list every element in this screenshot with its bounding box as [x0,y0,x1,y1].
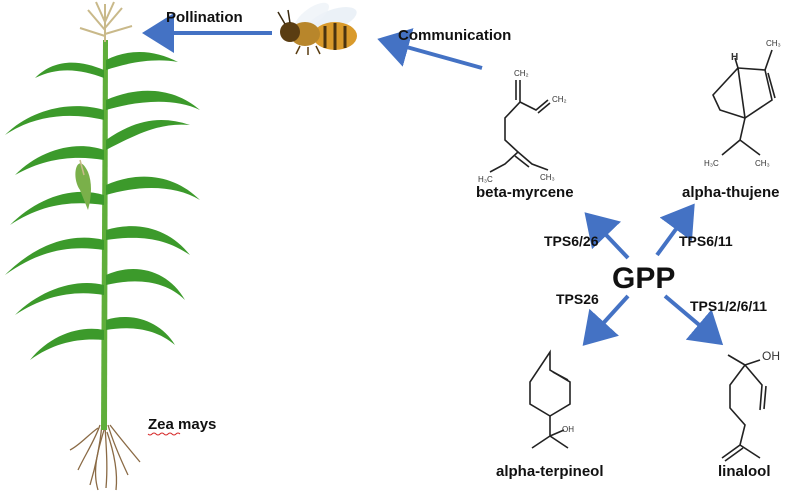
label-communication: Communication [398,27,511,44]
plant-ear [75,163,91,210]
enzyme-to-alpha-thujene: TPS6/11 [679,233,733,249]
label-alpha-thujene: alpha-thujene [682,184,780,201]
bee-illustration [277,2,357,55]
molecule-alpha-terpineol [529,349,571,449]
molecule-beta-myrcene [489,80,551,173]
enzyme-to-beta-myrcene: TPS6/26 [544,233,599,249]
label-alpha-terpineol: alpha-terpineol [496,463,604,480]
plant-leaves [5,51,200,360]
atom-ch3-myrcene: CH₃ [540,173,555,182]
molecule-alpha-thujene [712,49,776,156]
arrow-to-alpha-thujene [655,203,695,257]
arrow-to-beta-myrcene [584,212,630,260]
arrow-to-linalool [663,294,724,346]
arrow-communication [377,28,483,70]
arrow-to-alpha-terpineol [582,294,630,346]
label-beta-myrcene: beta-myrcene [476,184,574,201]
atom-ch3-thujene: CH₃ [766,39,781,48]
atom-ch3-thujene-b: CH₃ [755,159,770,168]
atom-h3c-thujene: H₃C [704,159,719,168]
arrows [142,13,724,346]
label-gpp: GPP [612,262,675,295]
enzyme-to-alpha-terpineol: TPS26 [556,291,599,307]
plant-roots [69,424,141,491]
atom-h3c-myrcene: H₃C [478,175,493,184]
atom-ch2-b: CH₂ [552,95,567,104]
plant-tassel [79,1,133,42]
atom-ch2-a: CH₂ [514,69,529,78]
enzyme-to-linalool: TPS1/2/6/11 [690,298,767,314]
maize-plant-illustration [5,1,200,491]
label-linalool: linalool [718,463,771,480]
atom-oh-linalool: OH [762,349,780,363]
molecule-linalool [721,354,767,462]
atom-h-thujene: H [731,52,738,63]
atom-oh-terpineol: OH [562,425,574,434]
zea-mays-spellcheck-underline [147,432,181,436]
label-zea-mays: Zea mays [148,416,216,433]
label-pollination: Pollination [166,9,243,26]
